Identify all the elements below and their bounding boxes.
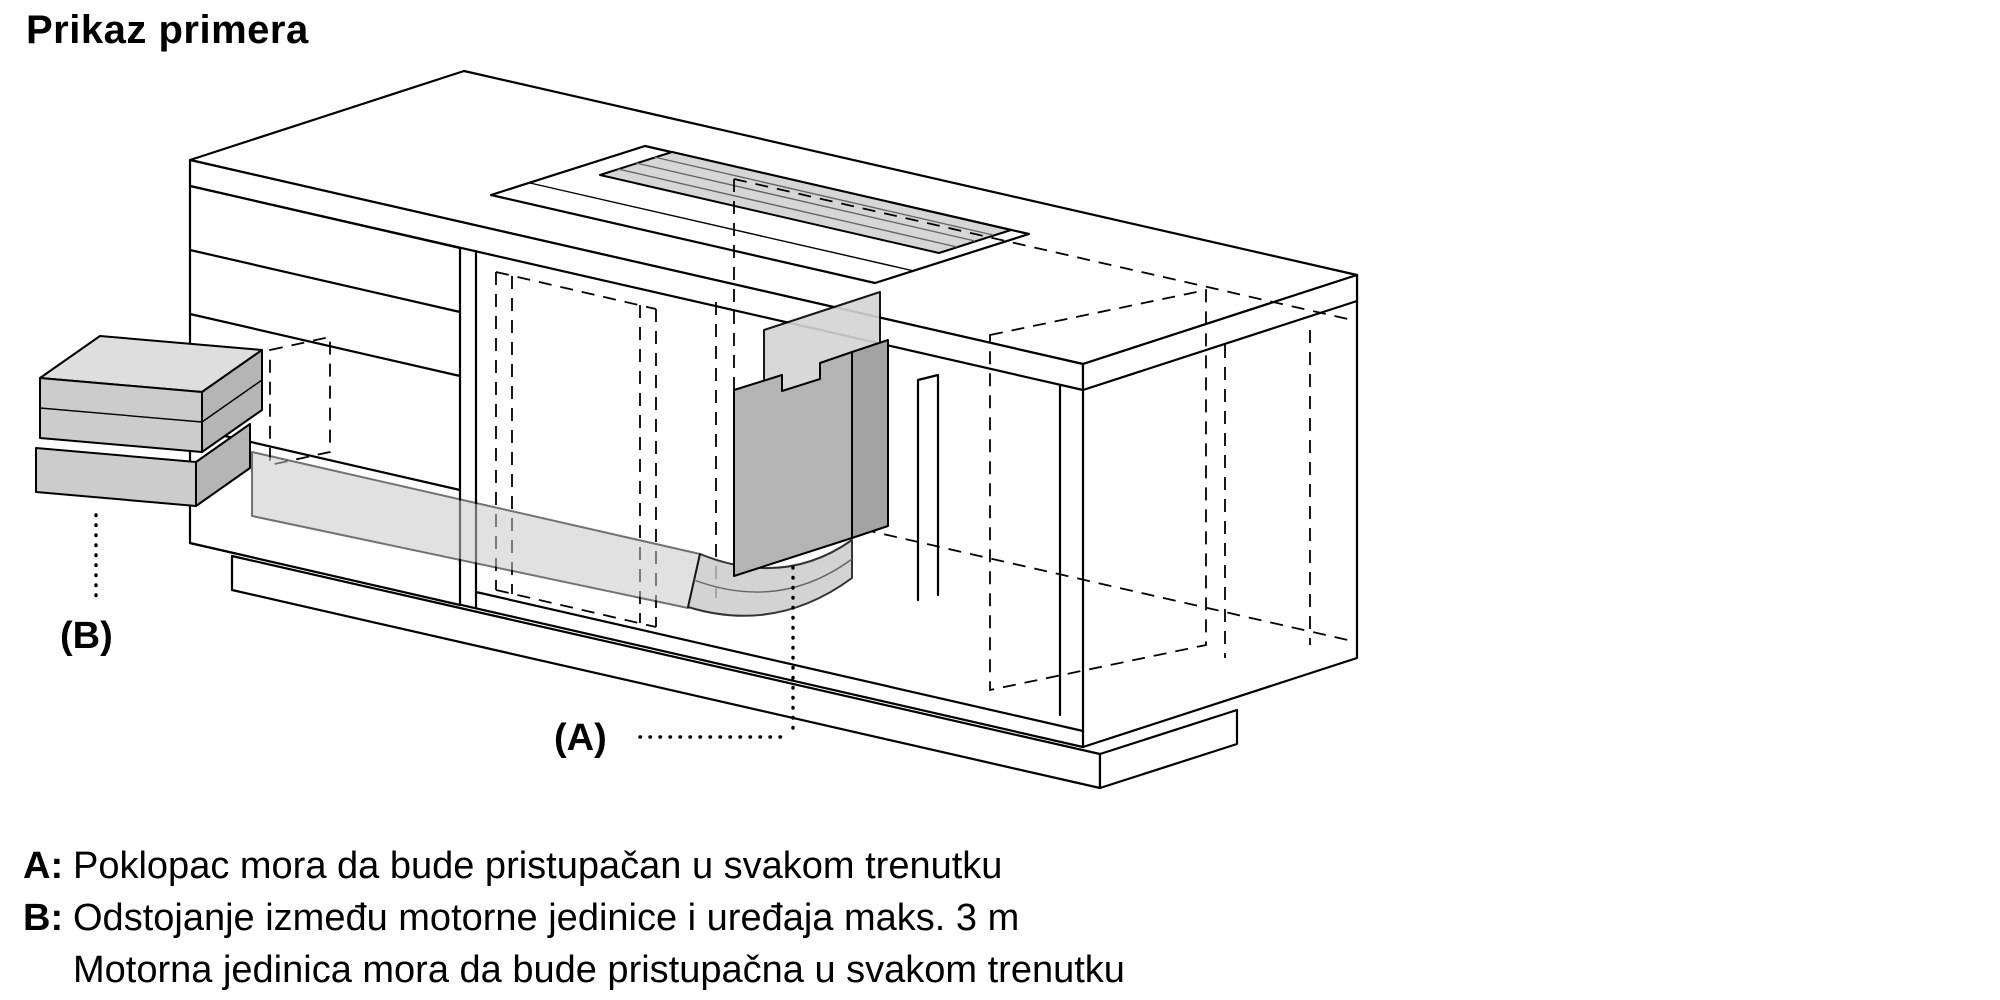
legend-key-spacer xyxy=(23,944,73,996)
vent-hatch-line xyxy=(653,156,994,236)
duct-connector-side xyxy=(851,339,889,539)
legend-row-a: A: Poklopac mora da bude pristupačan u s… xyxy=(23,840,1125,892)
motor-lower-side xyxy=(195,423,251,507)
callouts: (B) (A) xyxy=(60,513,795,759)
legend-key-b: B: xyxy=(23,897,64,939)
label-a: (A) xyxy=(554,717,607,759)
hidden-duct-channel-bottom xyxy=(495,589,657,628)
legend-row-b: B: Odstojanje između motorne jedinice i … xyxy=(23,892,1125,944)
hidden-back-bottom-edge xyxy=(733,499,1353,642)
legend-text-b2: Motorna jedinica mora da bude pristupačn… xyxy=(73,949,1125,991)
label-b: (B) xyxy=(60,615,113,657)
duct-bend-seam xyxy=(693,558,853,593)
motor-unit xyxy=(35,335,263,507)
hidden-compartment-box xyxy=(989,288,1207,692)
duct-assembly xyxy=(251,291,889,617)
plinth xyxy=(230,554,1239,790)
installation-diagram: (B) (A) xyxy=(35,69,1359,790)
legend: A: Poklopac mora da bude pristupačan u s… xyxy=(23,840,1125,996)
motor-lid-line xyxy=(39,379,263,423)
interior-partition xyxy=(916,373,940,602)
hidden-duct-channel-top xyxy=(495,271,657,310)
partition-top-edge xyxy=(459,247,477,252)
legend-text-b: Odstojanje između motorne jedinice i ure… xyxy=(73,897,1020,939)
hob-front-zone-line xyxy=(529,182,915,272)
hidden-duct-wall-opening xyxy=(269,335,331,467)
legend-row-b2: Motorna jedinica mora da bude pristupačn… xyxy=(23,944,1125,996)
legend-text-a: Poklopac mora da bude pristupačan u svak… xyxy=(73,845,1003,887)
page-title: Prikaz primera xyxy=(26,8,309,52)
drawer-divider-line xyxy=(188,312,462,378)
countertop-right-edge xyxy=(1081,273,1359,392)
vent-hatch-line xyxy=(617,168,958,248)
hidden-back-top-edge xyxy=(733,178,1353,321)
plinth-side-face xyxy=(1098,708,1239,790)
vent-hatch-line xyxy=(635,162,976,242)
motor-lower-front xyxy=(35,447,197,507)
drawer-divider-line xyxy=(188,248,462,314)
duct-connector xyxy=(733,351,853,577)
legend-key-a: A: xyxy=(23,845,64,887)
interior-floor-front-edge xyxy=(474,590,1085,733)
